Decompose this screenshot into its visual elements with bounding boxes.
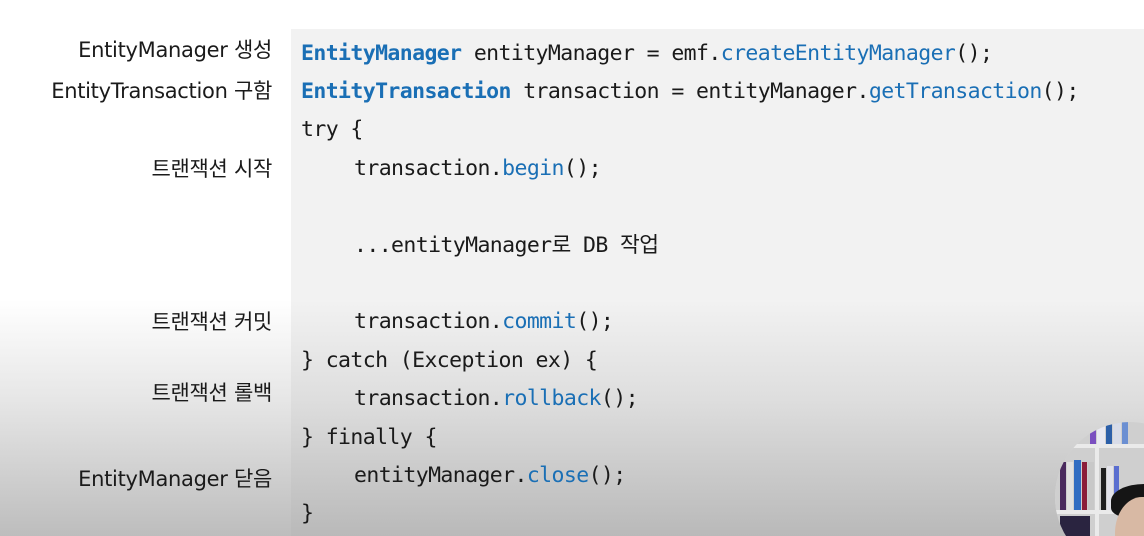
code-text: entityManager = emf. — [461, 41, 721, 66]
label-transaction-rollback: 트랜잭션 롤백 — [151, 381, 273, 405]
code-line-try: try { — [301, 117, 363, 142]
book — [1114, 466, 1119, 510]
book — [1107, 466, 1113, 510]
code-text: (); — [1041, 79, 1080, 104]
label-close-entity-manager: EntityManager 닫음 — [78, 467, 272, 491]
shelf-board — [1055, 444, 1144, 448]
label-create-entity-manager: EntityManager 생성 — [78, 38, 272, 62]
book — [1082, 462, 1087, 510]
book — [1090, 424, 1096, 444]
code-text: transaction. — [354, 309, 503, 334]
code-text: (); — [600, 386, 639, 411]
code-text: transaction. — [354, 156, 503, 181]
shelf-divider — [1095, 444, 1099, 536]
code-text: entityManager. — [354, 463, 527, 488]
code-text: (); — [563, 156, 602, 181]
book — [1060, 462, 1066, 510]
code-line-close: entityManager.close(); — [301, 461, 626, 491]
code-text: transaction = entityManager. — [510, 79, 869, 104]
code-line-closing-brace: } — [301, 501, 314, 526]
code-line-db-work: ...entityManager로 DB 작업 — [354, 233, 659, 258]
code-line-rollback: transaction.rollback(); — [301, 384, 639, 414]
code-line-create-entity-manager: EntityManager entityManager = emf.create… — [301, 39, 993, 69]
code-method: commit — [502, 309, 577, 334]
code-text: (); — [955, 41, 993, 66]
book — [1060, 516, 1090, 536]
book — [1074, 460, 1081, 510]
code-line-get-transaction: EntityTransaction transaction = entityMa… — [301, 77, 1079, 107]
code-line-finally: } finally { — [301, 425, 437, 450]
shelf-board — [1055, 510, 1144, 514]
annotation-column: EntityManager 생성 EntityTransaction 구함 트랜… — [0, 0, 272, 536]
code-method: close — [526, 463, 589, 488]
label-get-transaction: EntityTransaction 구함 — [51, 79, 272, 103]
presenter-webcam — [1055, 422, 1144, 536]
code-type: EntityTransaction — [301, 79, 511, 104]
code-method: begin — [502, 156, 564, 181]
book — [1122, 422, 1128, 444]
code-text: transaction. — [354, 386, 503, 411]
book — [1106, 422, 1112, 444]
code-text: (); — [588, 463, 627, 488]
book — [1067, 462, 1073, 510]
code-block: EntityManager entityManager = emf.create… — [291, 29, 1144, 536]
book — [1097, 424, 1105, 444]
code-line-begin: transaction.begin(); — [301, 154, 602, 184]
book — [1101, 468, 1106, 510]
label-transaction-begin: 트랜잭션 시작 — [151, 157, 273, 181]
book — [1088, 462, 1094, 510]
code-method: createEntityManager — [720, 41, 956, 66]
code-line-commit: transaction.commit(); — [301, 307, 614, 337]
label-transaction-commit: 트랜잭션 커밋 — [151, 310, 273, 334]
code-type: EntityManager — [301, 41, 462, 66]
code-text: (); — [576, 309, 614, 334]
code-line-catch: } catch (Exception ex) { — [301, 348, 598, 373]
book — [1113, 422, 1121, 444]
code-method: rollback — [502, 386, 601, 411]
code-method: getTransaction — [868, 79, 1042, 104]
